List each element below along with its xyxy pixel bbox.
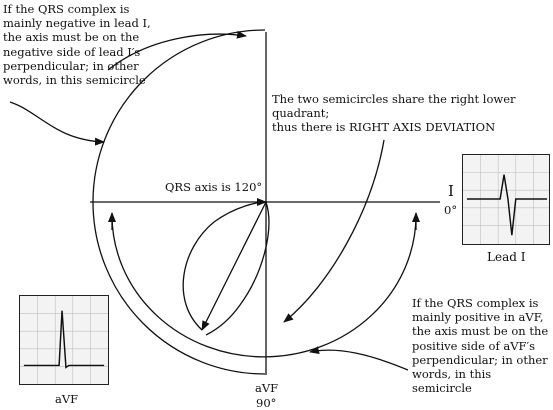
avf-note-pointer — [309, 346, 409, 371]
lead1-ecg-trace — [463, 155, 549, 244]
lead1-axis-name: I — [448, 182, 454, 200]
avf-axis-name: aVF — [255, 381, 279, 395]
avf-positive-note: If the QRS complex is mainly positive in… — [412, 296, 549, 396]
quadrant-note-pointer — [283, 139, 385, 323]
avf-positive-semicircle — [111, 214, 417, 358]
avf-ecg-trace — [20, 296, 108, 384]
avf-axis-degree: 90° — [256, 396, 277, 410]
lead1-negative-semicircle — [92, 29, 266, 375]
lead1-caption: Lead I — [487, 250, 526, 264]
qrs-axis-label: QRS axis is 120° — [165, 180, 263, 194]
lead1-ecg-panel — [462, 154, 550, 245]
avf-ecg-panel — [19, 295, 109, 385]
lead1-axis-degree: 0° — [444, 203, 458, 217]
semicircle-top-pointer — [107, 30, 247, 71]
right-axis-deviation-note: The two semicircles share the right lowe… — [272, 92, 516, 135]
qrs-vector-return-loop — [205, 201, 270, 336]
qrs-axis-vector — [201, 201, 267, 331]
qrs-vector-loop — [182, 198, 267, 331]
lead1-note-pointer — [9, 101, 105, 146]
avf-caption: aVF — [55, 392, 79, 406]
lead1-negative-note: If the QRS complex is mainly negative in… — [3, 2, 151, 88]
